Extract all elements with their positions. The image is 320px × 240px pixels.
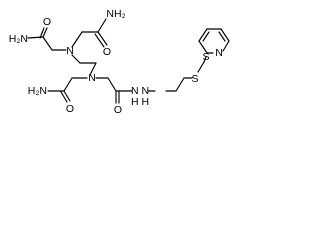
hydrazine-label: N N bbox=[131, 85, 149, 97]
hydrazine-h-label: H H bbox=[131, 96, 149, 108]
oxygen-bottom-right-label: O bbox=[114, 104, 122, 116]
nitrogen-lower-label: N bbox=[88, 72, 96, 84]
sulfur-2-label: S bbox=[202, 51, 209, 63]
amide-top-label: NH₂ bbox=[106, 8, 125, 20]
oxygen-bottom-left-label: O bbox=[66, 103, 74, 115]
oxygen-left-label: O bbox=[43, 16, 51, 28]
amide-bottom-label: H₂N bbox=[28, 85, 47, 97]
bond-lines bbox=[27, 18, 230, 104]
nitrogen-upper-label: N bbox=[66, 45, 74, 57]
amide-left-label: H₂N bbox=[9, 33, 28, 45]
sulfur-1-label: S bbox=[191, 73, 198, 85]
chemical-structure-diagram: NH₂ O H₂N O N N H₂N O O N N H H S S N bbox=[9, 8, 230, 116]
pyridine-nitrogen-label: N bbox=[215, 47, 223, 59]
oxygen-top-label: O bbox=[103, 46, 111, 58]
